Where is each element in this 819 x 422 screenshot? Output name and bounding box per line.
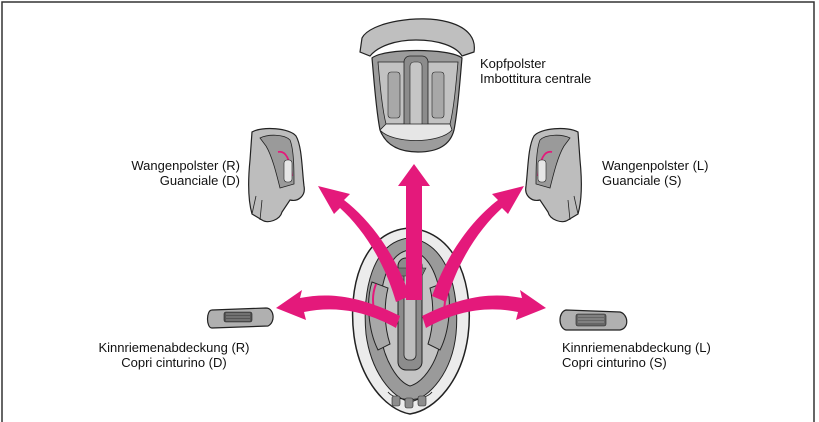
cheek-pad-right-illustration xyxy=(249,129,305,222)
cheek-pad-left-label: Wangenpolster (L) Guanciale (S) xyxy=(602,158,708,188)
chin-strap-cover-left-label: Kinnriemenabdeckung (L) Copri cinturino … xyxy=(562,340,711,370)
chin-strap-cover-right-label-line1: Kinnriemenabdeckung (R) xyxy=(68,340,280,355)
cheek-pad-left-label-line1: Wangenpolster (L) xyxy=(602,158,708,173)
cheek-pad-right-label-line2: Guanciale (D) xyxy=(100,173,240,188)
cheek-pad-left-illustration xyxy=(526,129,582,222)
chin-strap-cover-right-illustration xyxy=(208,308,274,328)
chin-strap-cover-left-label-line1: Kinnriemenabdeckung (L) xyxy=(562,340,711,355)
crown-pad-label: Kopfpolster Imbottitura centrale xyxy=(480,56,591,86)
cheek-pad-right-label-line1: Wangenpolster (R) xyxy=(100,158,240,173)
chin-strap-cover-left-illustration xyxy=(560,310,627,330)
crown-pad-label-line1: Kopfpolster xyxy=(480,56,591,71)
cheek-pad-left-label-line2: Guanciale (S) xyxy=(602,173,708,188)
chin-strap-cover-right-label-line2: Copri cinturino (D) xyxy=(68,355,280,370)
chin-strap-cover-right-label: Kinnriemenabdeckung (R) Copri cinturino … xyxy=(68,340,280,370)
crown-pad-illustration xyxy=(360,19,474,152)
cheek-pad-right-label: Wangenpolster (R) Guanciale (D) xyxy=(100,158,240,188)
chin-strap-cover-left-label-line2: Copri cinturino (S) xyxy=(562,355,711,370)
crown-pad-label-line2: Imbottitura centrale xyxy=(480,71,591,86)
